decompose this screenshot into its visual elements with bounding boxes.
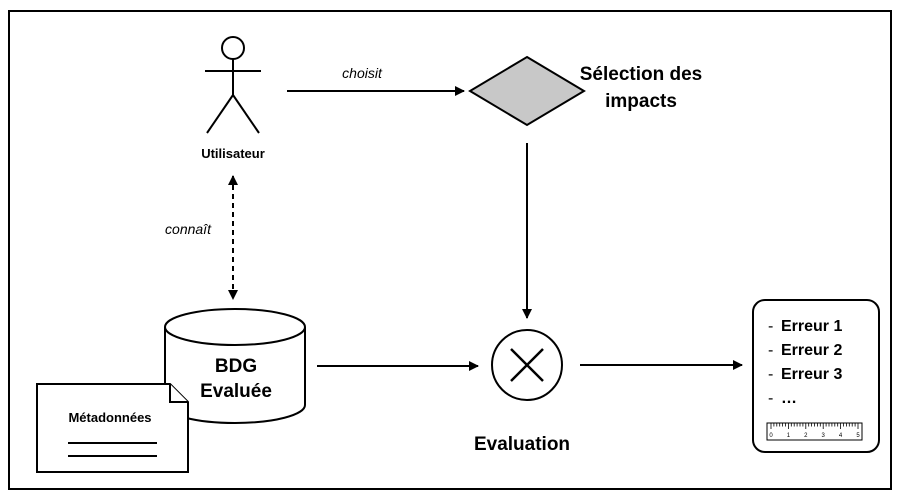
ruler-tick-label: 4 xyxy=(839,433,843,439)
ruler-tick-label: 3 xyxy=(822,433,826,439)
ruler-tick-label: 2 xyxy=(804,433,808,439)
result-item: Erreur 1 xyxy=(781,318,842,335)
impact-selection-label-line2: impacts xyxy=(605,91,677,112)
metadata-document-icon xyxy=(36,383,189,473)
user-label: Utilisateur xyxy=(201,146,265,161)
ruler-tick-label: 5 xyxy=(856,433,860,439)
result-item: Erreur 3 xyxy=(781,366,842,383)
evaluation-operator-icon xyxy=(491,329,563,401)
ruler-icon: 0 1 2 3 4 5 xyxy=(766,422,863,441)
result-item: … xyxy=(781,390,797,407)
result-bullet: - xyxy=(768,366,773,383)
ruler-tick-label: 0 xyxy=(769,433,773,439)
impact-selection-label-line1: Sélection des xyxy=(580,64,703,85)
choisit-label: choisit xyxy=(342,65,383,81)
results-box xyxy=(752,299,880,453)
database-label-line2: Evaluée xyxy=(200,381,272,402)
impact-selection-diamond xyxy=(468,55,586,127)
database-cylinder-icon xyxy=(164,308,306,424)
results-list: -Erreur 1-Erreur 2-Erreur 3-… xyxy=(768,318,842,407)
result-item: Erreur 2 xyxy=(781,342,842,359)
result-bullet: - xyxy=(768,318,773,335)
ruler-tick-label: 1 xyxy=(787,433,791,439)
metadata-label: Métadonnées xyxy=(68,410,151,425)
result-bullet: - xyxy=(768,390,773,407)
connait-label: connaît xyxy=(165,221,212,237)
evaluation-label: Evaluation xyxy=(474,434,570,455)
result-bullet: - xyxy=(768,342,773,359)
user-actor-icon xyxy=(205,36,261,134)
database-label-line1: BDG xyxy=(215,356,257,377)
